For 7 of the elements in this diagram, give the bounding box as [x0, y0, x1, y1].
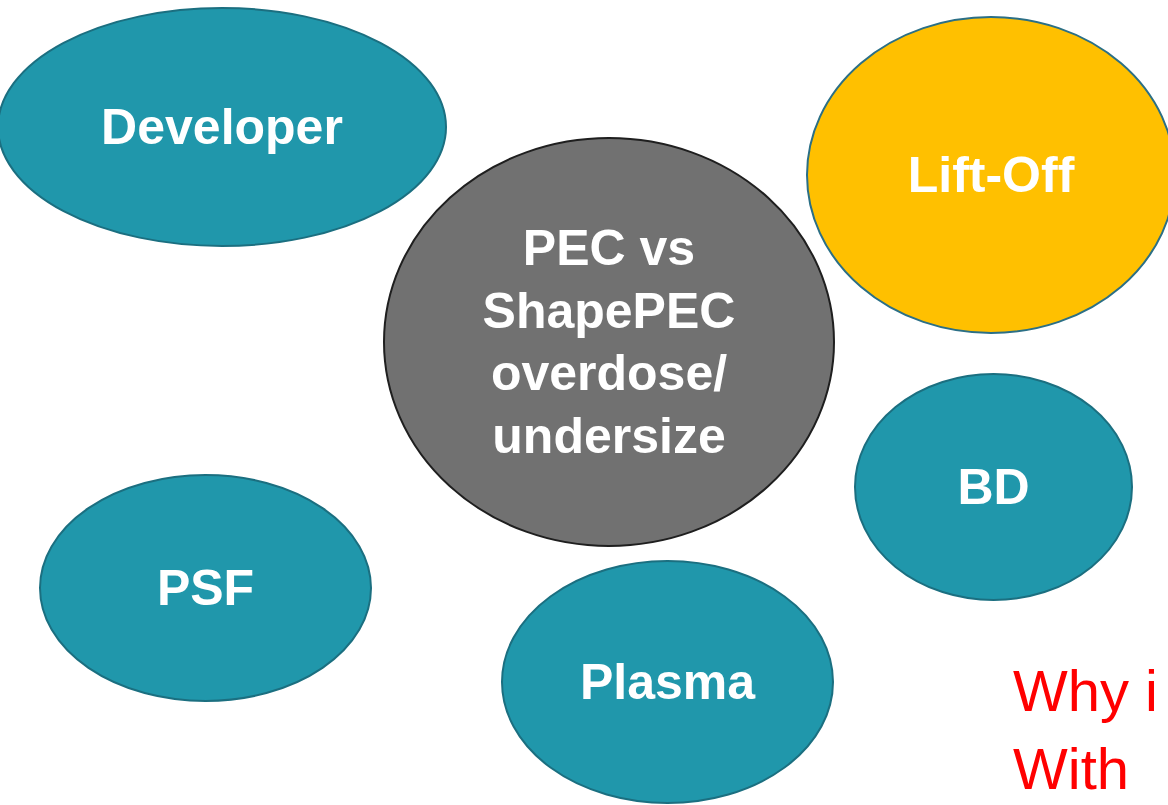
node-label: Plasma [578, 652, 757, 712]
node-label: PEC vs ShapePEC overdose/ undersize [481, 219, 737, 466]
note-text: With [1013, 740, 1129, 798]
node-label: Lift-Off [906, 145, 1076, 205]
node-label: PSF [155, 558, 256, 618]
node-label: Developer [100, 97, 344, 157]
node-label: BD [956, 457, 1031, 517]
